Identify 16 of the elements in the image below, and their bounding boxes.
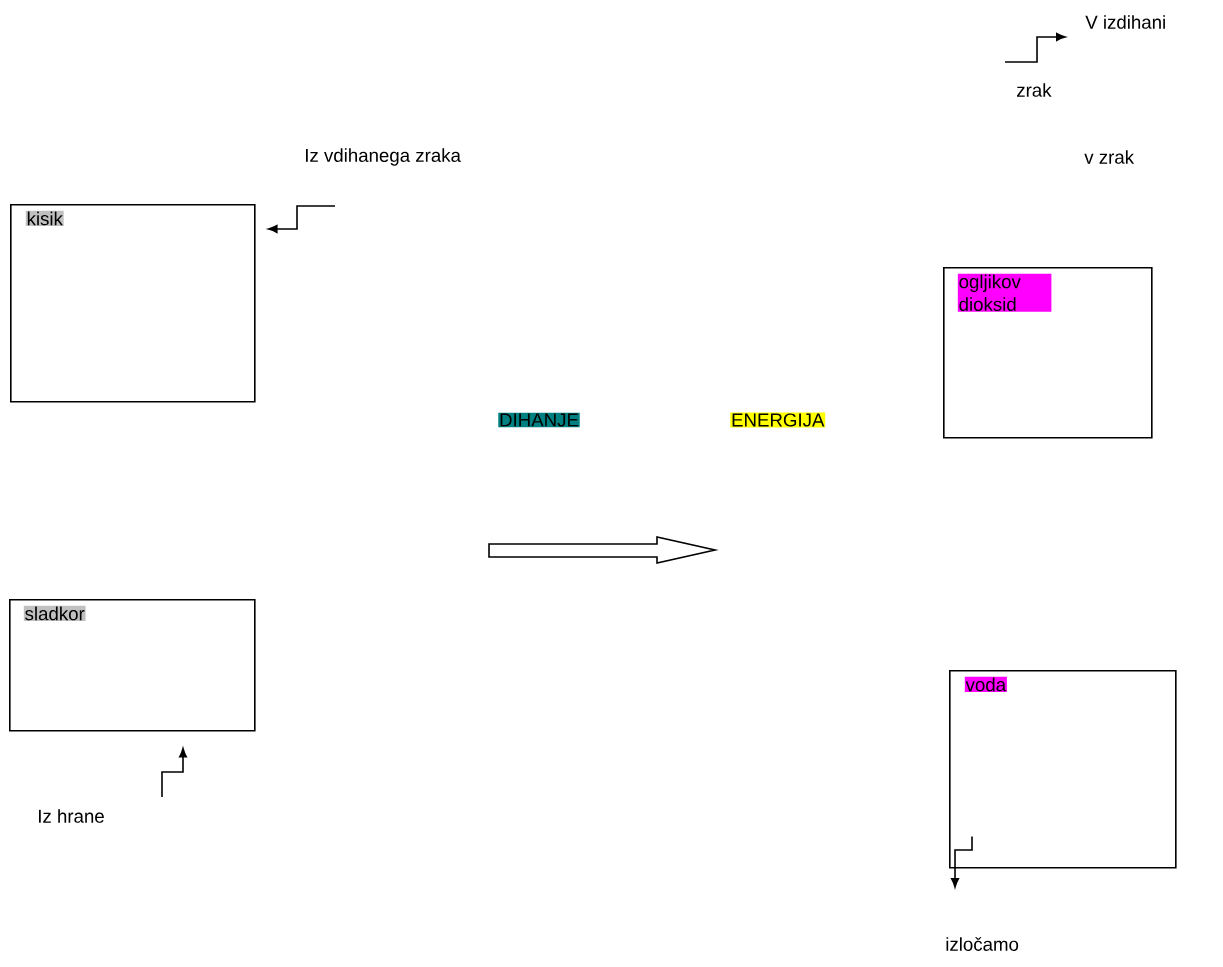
text: DIHANJE [498,412,580,428]
text: V izdihani [1085,15,1165,29]
box: sladkor [9,599,256,732]
box: ogljikov dioksid [943,267,1153,439]
text: ENERGIJA [730,412,826,428]
text: Iz vdihanega zraka [306,148,461,166]
text: izločamo [946,937,1019,951]
box: kisik [10,204,256,403]
arrow [950,835,973,888]
text: v zrak [1084,150,1135,164]
box: voda [949,670,1177,869]
text: zrak [1017,83,1052,97]
arrow [1004,32,1066,63]
text: Iz hrane [39,809,104,823]
arrow [268,205,336,234]
arrow [161,748,188,798]
